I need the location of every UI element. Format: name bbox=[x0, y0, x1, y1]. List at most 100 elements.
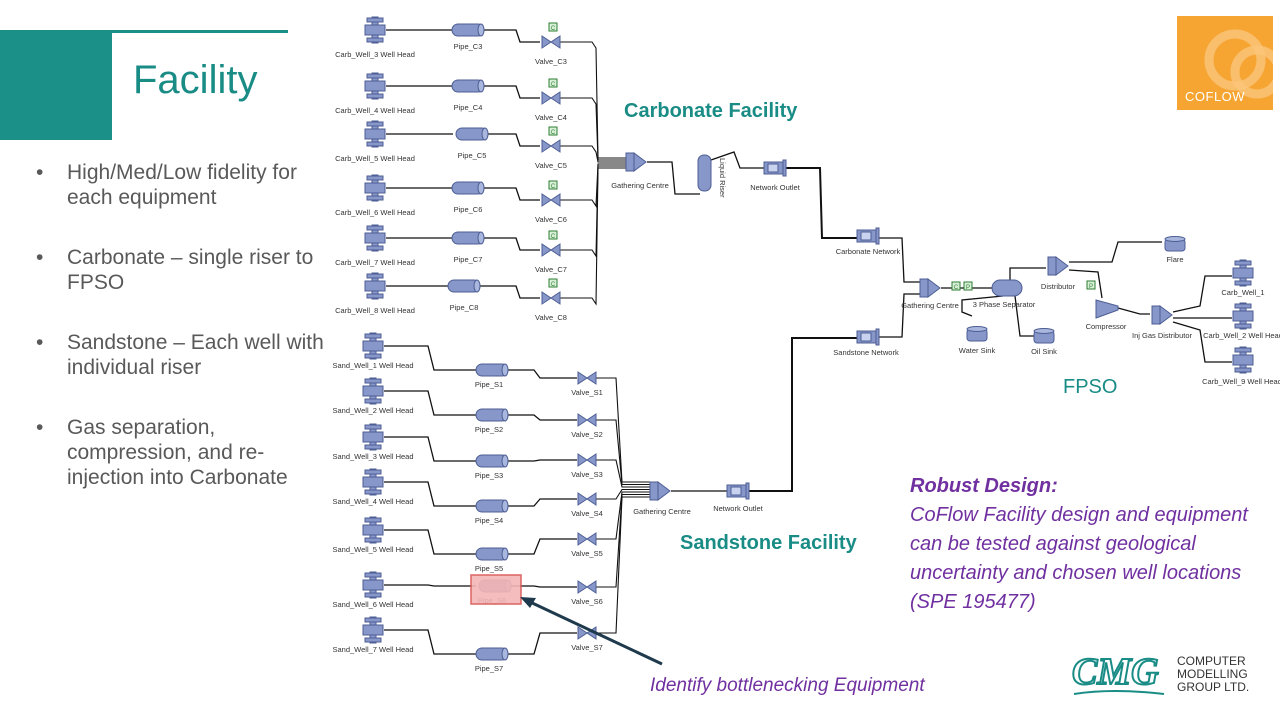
wellhead-label: Carb_Well_2 Well Head bbox=[1203, 331, 1280, 340]
flow-line bbox=[786, 167, 858, 239]
network-outlet-icon bbox=[726, 482, 750, 500]
carbonate-facility-label: Carbonate Facility bbox=[624, 100, 798, 122]
cmg-logo-mark: CMG bbox=[1072, 651, 1159, 693]
pipe-label: Pipe_S2 bbox=[475, 425, 503, 434]
injection-wellhead-icon bbox=[1232, 346, 1254, 374]
flow-line bbox=[596, 459, 650, 488]
svg-text:C: C bbox=[551, 26, 556, 32]
pipe-label: Pipe_C3 bbox=[454, 42, 483, 51]
flow-line bbox=[1172, 321, 1232, 363]
flow-line bbox=[560, 167, 626, 306]
pipe-label: Pipe_C6 bbox=[454, 205, 483, 214]
title-accent-bar bbox=[0, 30, 112, 140]
pipe-label: Pipe_C7 bbox=[454, 255, 483, 264]
flow-line bbox=[560, 41, 626, 159]
flow-line bbox=[1068, 269, 1103, 299]
cmg-logo: CMG bbox=[1072, 650, 1165, 695]
pipe-icon bbox=[455, 127, 489, 141]
valve-label: Valve_S1 bbox=[571, 388, 603, 397]
wellhead-label: Sand_Well_7 Well Head bbox=[332, 645, 413, 654]
bullet-list: High/Med/Low fidelity for each equipment… bbox=[36, 160, 326, 525]
wellhead-icon bbox=[364, 16, 386, 44]
wellhead-label: Carb_Well_5 Well Head bbox=[335, 154, 415, 163]
flow-line bbox=[560, 163, 626, 208]
pipe-icon bbox=[475, 408, 509, 422]
pipe-label: Pipe_S3 bbox=[475, 471, 503, 480]
flow-line bbox=[384, 584, 476, 587]
flow-line bbox=[508, 538, 577, 555]
gathering-centre-label: Gathering Centre bbox=[901, 301, 959, 310]
flow-line bbox=[384, 390, 476, 416]
flow-line bbox=[508, 632, 577, 655]
controller-icon: C bbox=[548, 278, 558, 288]
flow-line bbox=[484, 29, 540, 43]
flow-line bbox=[596, 493, 650, 588]
flow-line bbox=[484, 237, 540, 251]
bottleneck-highlight bbox=[470, 574, 522, 605]
cmg-line-2: MODELLING bbox=[1177, 667, 1248, 681]
svg-text:C: C bbox=[551, 234, 556, 240]
valve-label: Valve_C4 bbox=[535, 113, 567, 122]
gathering-centre-icon bbox=[625, 152, 647, 172]
flow-line bbox=[384, 529, 476, 555]
wellhead-icon bbox=[364, 272, 386, 300]
coflow-logo-text: COFLOW bbox=[1185, 89, 1246, 104]
pipe-icon bbox=[475, 647, 509, 661]
valve-label: Valve_C7 bbox=[535, 265, 567, 274]
flow-line bbox=[596, 419, 650, 486]
gathering-centre-label: Gathering Centre bbox=[611, 181, 669, 190]
svg-text:P: P bbox=[1089, 284, 1093, 290]
flow-line bbox=[879, 237, 920, 283]
injection-wellhead-icon bbox=[1232, 302, 1254, 330]
pipe-label: Pipe_S4 bbox=[475, 516, 503, 525]
bullet-item: High/Med/Low fidelity for each equipment bbox=[36, 160, 326, 210]
pipe-label: Pipe_S5 bbox=[475, 564, 503, 573]
robust-design-note: Robust Design: CoFlow Facility design an… bbox=[910, 472, 1270, 617]
controller-icon: C bbox=[548, 230, 558, 240]
sink-icon bbox=[1164, 236, 1186, 252]
wellhead-label: Carb_Well_8 Well Head bbox=[335, 306, 415, 315]
valve-icon bbox=[541, 291, 561, 305]
compressor-icon bbox=[1095, 299, 1119, 319]
cmg-line-1: COMPUTER bbox=[1177, 654, 1246, 668]
pipe-icon bbox=[475, 499, 509, 513]
network-label: Sandstone Network bbox=[833, 348, 899, 357]
flow-line bbox=[480, 285, 540, 299]
injection-wellhead-icon bbox=[1232, 259, 1254, 287]
compressor-label: Compressor bbox=[1086, 322, 1127, 331]
network-outlet-label: Network Outlet bbox=[750, 183, 801, 192]
bottleneck-note: Identify bottlenecking Equipment bbox=[650, 675, 925, 696]
pipe-label: Pipe_S7 bbox=[475, 664, 503, 673]
liquid-riser-icon bbox=[697, 154, 712, 192]
liquid-riser-label: Liquid Riser bbox=[718, 158, 727, 198]
flow-line bbox=[508, 369, 577, 379]
controller-icon: C bbox=[548, 22, 558, 32]
valve-icon bbox=[577, 532, 597, 546]
flow-line bbox=[596, 377, 650, 483]
sink-icon bbox=[1033, 328, 1055, 344]
svg-text:C: C bbox=[551, 184, 556, 190]
pipe-label: Pipe_C4 bbox=[454, 103, 483, 112]
sink-label: Water Sink bbox=[959, 346, 996, 355]
network-label: Carbonate Network bbox=[836, 247, 901, 256]
gathering-centre-icon bbox=[1151, 305, 1173, 325]
wellhead-label: Carb_Well_3 Well Head bbox=[335, 50, 415, 59]
valve-icon bbox=[577, 413, 597, 427]
pipe-label: Pipe_S1 bbox=[475, 380, 503, 389]
wellhead-label: Sand_Well_6 Well Head bbox=[332, 600, 413, 609]
bullet-item: Carbonate – single riser to FPSO bbox=[36, 245, 326, 295]
gathering-centre-label: Gathering Centre bbox=[633, 507, 691, 516]
separator-icon bbox=[991, 279, 1023, 297]
gathering-centre-icon bbox=[649, 481, 671, 501]
title-accent-line bbox=[112, 30, 288, 33]
valve-icon bbox=[541, 243, 561, 257]
wellhead-icon bbox=[362, 571, 384, 599]
flow-line bbox=[508, 459, 577, 462]
network-outlet-icon bbox=[763, 159, 787, 177]
slide-title: Facility bbox=[133, 58, 258, 102]
flare-label: Flare bbox=[1166, 255, 1183, 264]
flow-line bbox=[560, 97, 626, 161]
flow-line bbox=[961, 295, 1004, 317]
valve-label: Valve_S2 bbox=[571, 430, 603, 439]
wellhead-icon bbox=[364, 224, 386, 252]
